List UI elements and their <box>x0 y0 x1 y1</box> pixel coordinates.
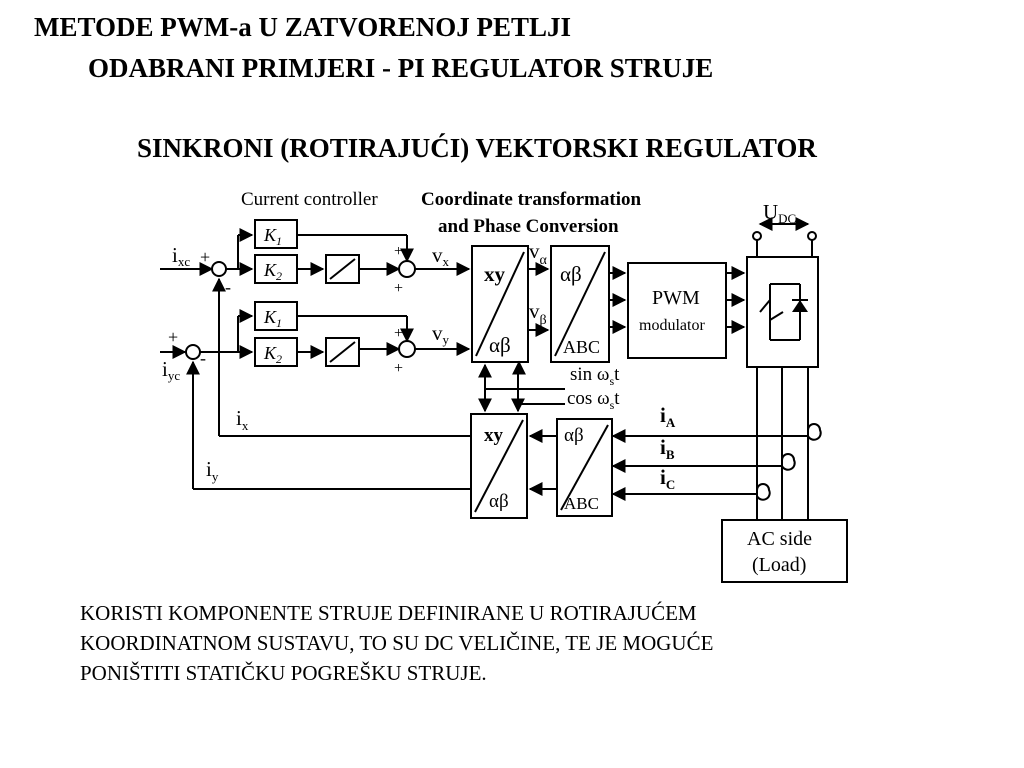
body-line-2: KOORDINATNOM SUSTAVU, TO SU DC VELIČINE,… <box>80 631 714 655</box>
minus-iy: - <box>200 348 206 368</box>
label-vy: vy <box>432 321 450 347</box>
xy-to-alphabeta-block <box>471 245 529 363</box>
label-pwm: PWM <box>652 287 700 309</box>
integrator-box-y <box>325 337 360 367</box>
label-valpha: vα <box>529 239 548 268</box>
minus-ix: - <box>225 277 231 297</box>
label-vbeta: vβ <box>529 299 547 328</box>
label-ab-top2: αβ <box>560 262 582 286</box>
body-paragraph: KORISTI KOMPONENTE STRUJE DEFINIRANE U R… <box>80 598 980 688</box>
ac-side-load-block <box>721 519 848 583</box>
plus-iyc: + <box>168 327 178 347</box>
label-xy-top: xy <box>484 262 506 286</box>
label-load: (Load) <box>752 554 806 576</box>
abc-to-alphabeta-block <box>556 418 613 517</box>
label-k2-y: K2 <box>263 343 282 366</box>
label-iy: iy <box>206 457 219 484</box>
label-iA: iA <box>660 403 676 430</box>
plus-x-top: + <box>394 243 403 260</box>
label-current-controller: Current controller <box>241 189 378 210</box>
label-vx: vx <box>432 243 450 269</box>
slide-title-line-2: ODABRANI PRIMJERI - PI REGULATOR STRUJE <box>88 53 714 83</box>
body-line-1: KORISTI KOMPONENTE STRUJE DEFINIRANE U R… <box>80 601 697 625</box>
label-ab-top: αβ <box>489 333 511 357</box>
label-ab-bottom: αβ <box>489 491 509 512</box>
label-iyc: iyc <box>162 357 180 383</box>
plus-y-bottom: + <box>394 360 403 377</box>
label-abc-bottom: ABC <box>564 494 599 513</box>
summer-y-output <box>398 340 416 358</box>
body-line-3: PONIŠTITI STATIČKU POGREŠKU STRUJE. <box>80 661 487 685</box>
label-coord-transform-1: Coordinate transformation <box>421 189 641 210</box>
label-coord-transform-2: and Phase Conversion <box>438 216 619 237</box>
label-ix: ix <box>236 406 249 433</box>
alphabeta-to-xy-block <box>470 413 528 519</box>
summer-x-output <box>398 260 416 278</box>
label-ixc: ixc <box>172 243 190 269</box>
label-abc-top: ABC <box>563 337 600 357</box>
plus-ixc: + <box>200 247 210 267</box>
slide-subtitle: SINKRONI (ROTIRAJUĆI) VEKTORSKI REGULATO… <box>137 133 817 163</box>
plus-y-top: + <box>394 325 403 342</box>
label-modulator: modulator <box>639 317 705 334</box>
label-ab-bottom2: αβ <box>564 425 584 446</box>
summer-y-input <box>185 344 201 360</box>
slide-title-line-1: METODE PWM-a U ZATVORENOJ PETLJI <box>34 12 571 42</box>
label-sin: sin ωst <box>570 364 620 388</box>
label-udc: UDC <box>763 200 796 226</box>
label-k1-y: K1 <box>263 307 282 330</box>
plus-x-bottom: + <box>394 280 403 297</box>
block-diagram: Current controller Coordinate transforma… <box>160 189 848 583</box>
pwm-modulator-block <box>627 262 727 359</box>
label-cos: cos ωst <box>567 388 620 412</box>
label-k2-x: K2 <box>263 260 282 283</box>
label-iB: iB <box>660 435 675 462</box>
label-xy-bottom: xy <box>484 425 504 446</box>
summer-x-input <box>211 261 227 277</box>
label-k1-x: K1 <box>263 225 282 248</box>
label-ac-side: AC side <box>747 528 812 550</box>
label-iC: iC <box>660 465 675 492</box>
alphabeta-to-abc-block <box>550 245 610 363</box>
